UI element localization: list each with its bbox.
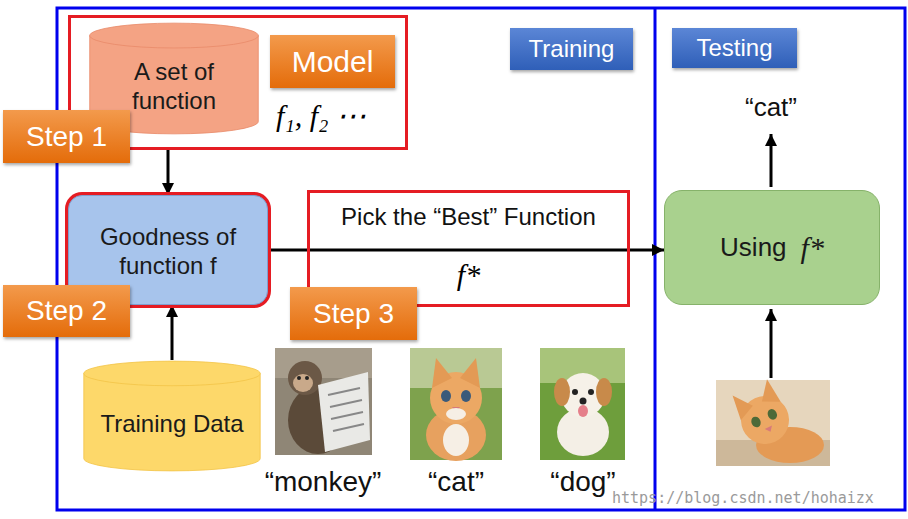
dog-photo (540, 348, 625, 460)
divider (654, 8, 657, 510)
class-label: “monkey” (265, 466, 382, 498)
node-text: A set of function (99, 58, 249, 116)
node-text: f₁, f₂ ⋯ (276, 98, 366, 134)
node-text: Model (292, 44, 374, 80)
node-text: Training (529, 35, 615, 64)
node-text: f* (801, 230, 824, 266)
frame (57, 8, 905, 510)
flow-arrow (171, 305, 174, 360)
using-box: Using f* (664, 190, 880, 305)
class-label: “dog” (550, 466, 615, 498)
node-text: Pick the “Best” Function (310, 203, 627, 232)
monkey-photo (275, 348, 372, 455)
node-text: Using (720, 232, 786, 263)
node-text: Step 3 (313, 297, 394, 331)
step-badge: Step 1 (3, 110, 130, 163)
step-badge: Step 2 (3, 285, 130, 337)
training-data-cylinder: Training Data (82, 360, 262, 472)
testing-badge: Testing (672, 28, 797, 68)
watermark: https://blog.csdn.net/hohaizx (612, 489, 874, 507)
class-label: “cat” (428, 466, 484, 498)
model-badge: Model (270, 35, 395, 88)
node-text: Testing (696, 34, 772, 63)
flow-arrow (167, 150, 170, 195)
cat-photo (410, 348, 502, 461)
output-arrow (770, 134, 773, 187)
step-badge: Step 3 (290, 287, 417, 340)
node-text: Step 1 (26, 120, 107, 154)
node-text: Training Data (97, 410, 247, 439)
training-badge: Training (510, 28, 633, 70)
class-label: “cat” (745, 92, 797, 123)
node-text: Step 2 (26, 294, 107, 328)
test-cat-photo (716, 377, 830, 466)
flow-arrow (268, 249, 664, 252)
input-arrow (770, 309, 773, 378)
node-text: Goodness of function f (83, 223, 253, 281)
